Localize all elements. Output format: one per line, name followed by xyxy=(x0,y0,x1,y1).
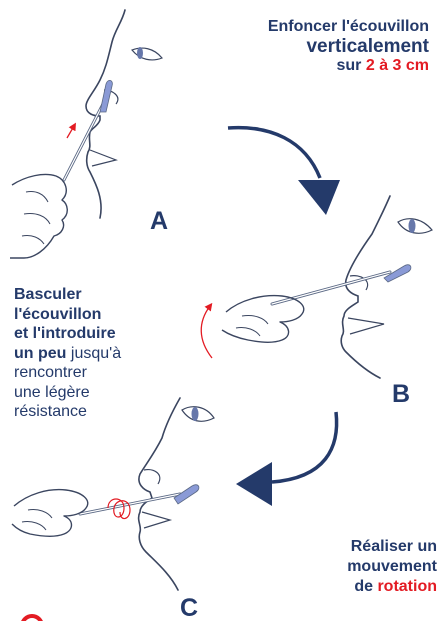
caption-a-line3-prefix: sur xyxy=(336,57,362,74)
tilt-arrow-b xyxy=(200,302,213,359)
caption-step-a: Enfoncer l'écouvillon verticalement sur … xyxy=(199,18,429,75)
caption-b-line4-bold: un peu xyxy=(14,344,67,362)
push-arrow-a xyxy=(66,122,76,139)
corner-logo xyxy=(21,614,43,621)
nostril-c xyxy=(143,469,161,485)
arrow-a-to-b xyxy=(227,125,340,215)
swab-c xyxy=(78,484,200,516)
caption-b-line1: Basculer xyxy=(14,286,82,303)
step-b-illustration xyxy=(200,195,433,379)
arrow-b-to-c xyxy=(236,411,339,506)
caption-c-line3-prefix: de xyxy=(354,578,373,595)
caption-b-line2: l'écouvillon xyxy=(14,305,102,323)
caption-b-line7: résistance xyxy=(14,403,87,420)
step-c-illustration xyxy=(11,397,215,591)
caption-c-line1: Réaliser un xyxy=(350,538,437,555)
caption-c-rotation: rotation xyxy=(377,578,437,595)
step-label-b: B xyxy=(392,380,411,408)
hand-c xyxy=(11,488,89,537)
face-profile-a xyxy=(85,9,126,219)
hand-b xyxy=(221,294,305,343)
caption-a-line2: verticalement xyxy=(306,36,429,57)
caption-step-b: Basculer l'écouvillon et l'introduire un… xyxy=(14,285,184,422)
caption-b-line4-rest: jusqu'à xyxy=(70,344,122,362)
caption-a-line1: Enfoncer l'écouvillon xyxy=(267,18,429,35)
step-a-illustration xyxy=(10,9,163,259)
swab-a xyxy=(62,80,113,182)
caption-b-line3: et l'introduire xyxy=(14,325,116,342)
rotation-spiral-c xyxy=(107,498,131,520)
caption-step-c: Réaliser un mouvement de rotation xyxy=(277,537,437,597)
lips-a xyxy=(89,149,118,167)
caption-a-depth: 2 à 3 cm xyxy=(365,57,429,74)
eye-a xyxy=(131,47,163,61)
caption-b-line6: une légère xyxy=(14,383,90,401)
face-profile-b xyxy=(340,195,391,379)
eye-c xyxy=(181,406,215,422)
lips-b xyxy=(347,317,385,335)
step-label-c: C xyxy=(180,594,199,622)
caption-c-line2: mouvement xyxy=(347,558,437,575)
hand-a xyxy=(10,173,68,259)
step-label-a: A xyxy=(150,207,169,235)
caption-b-line5: rencontrer xyxy=(14,364,87,381)
face-profile-c xyxy=(137,397,181,591)
eye-b xyxy=(397,218,433,234)
lips-c xyxy=(141,511,173,529)
